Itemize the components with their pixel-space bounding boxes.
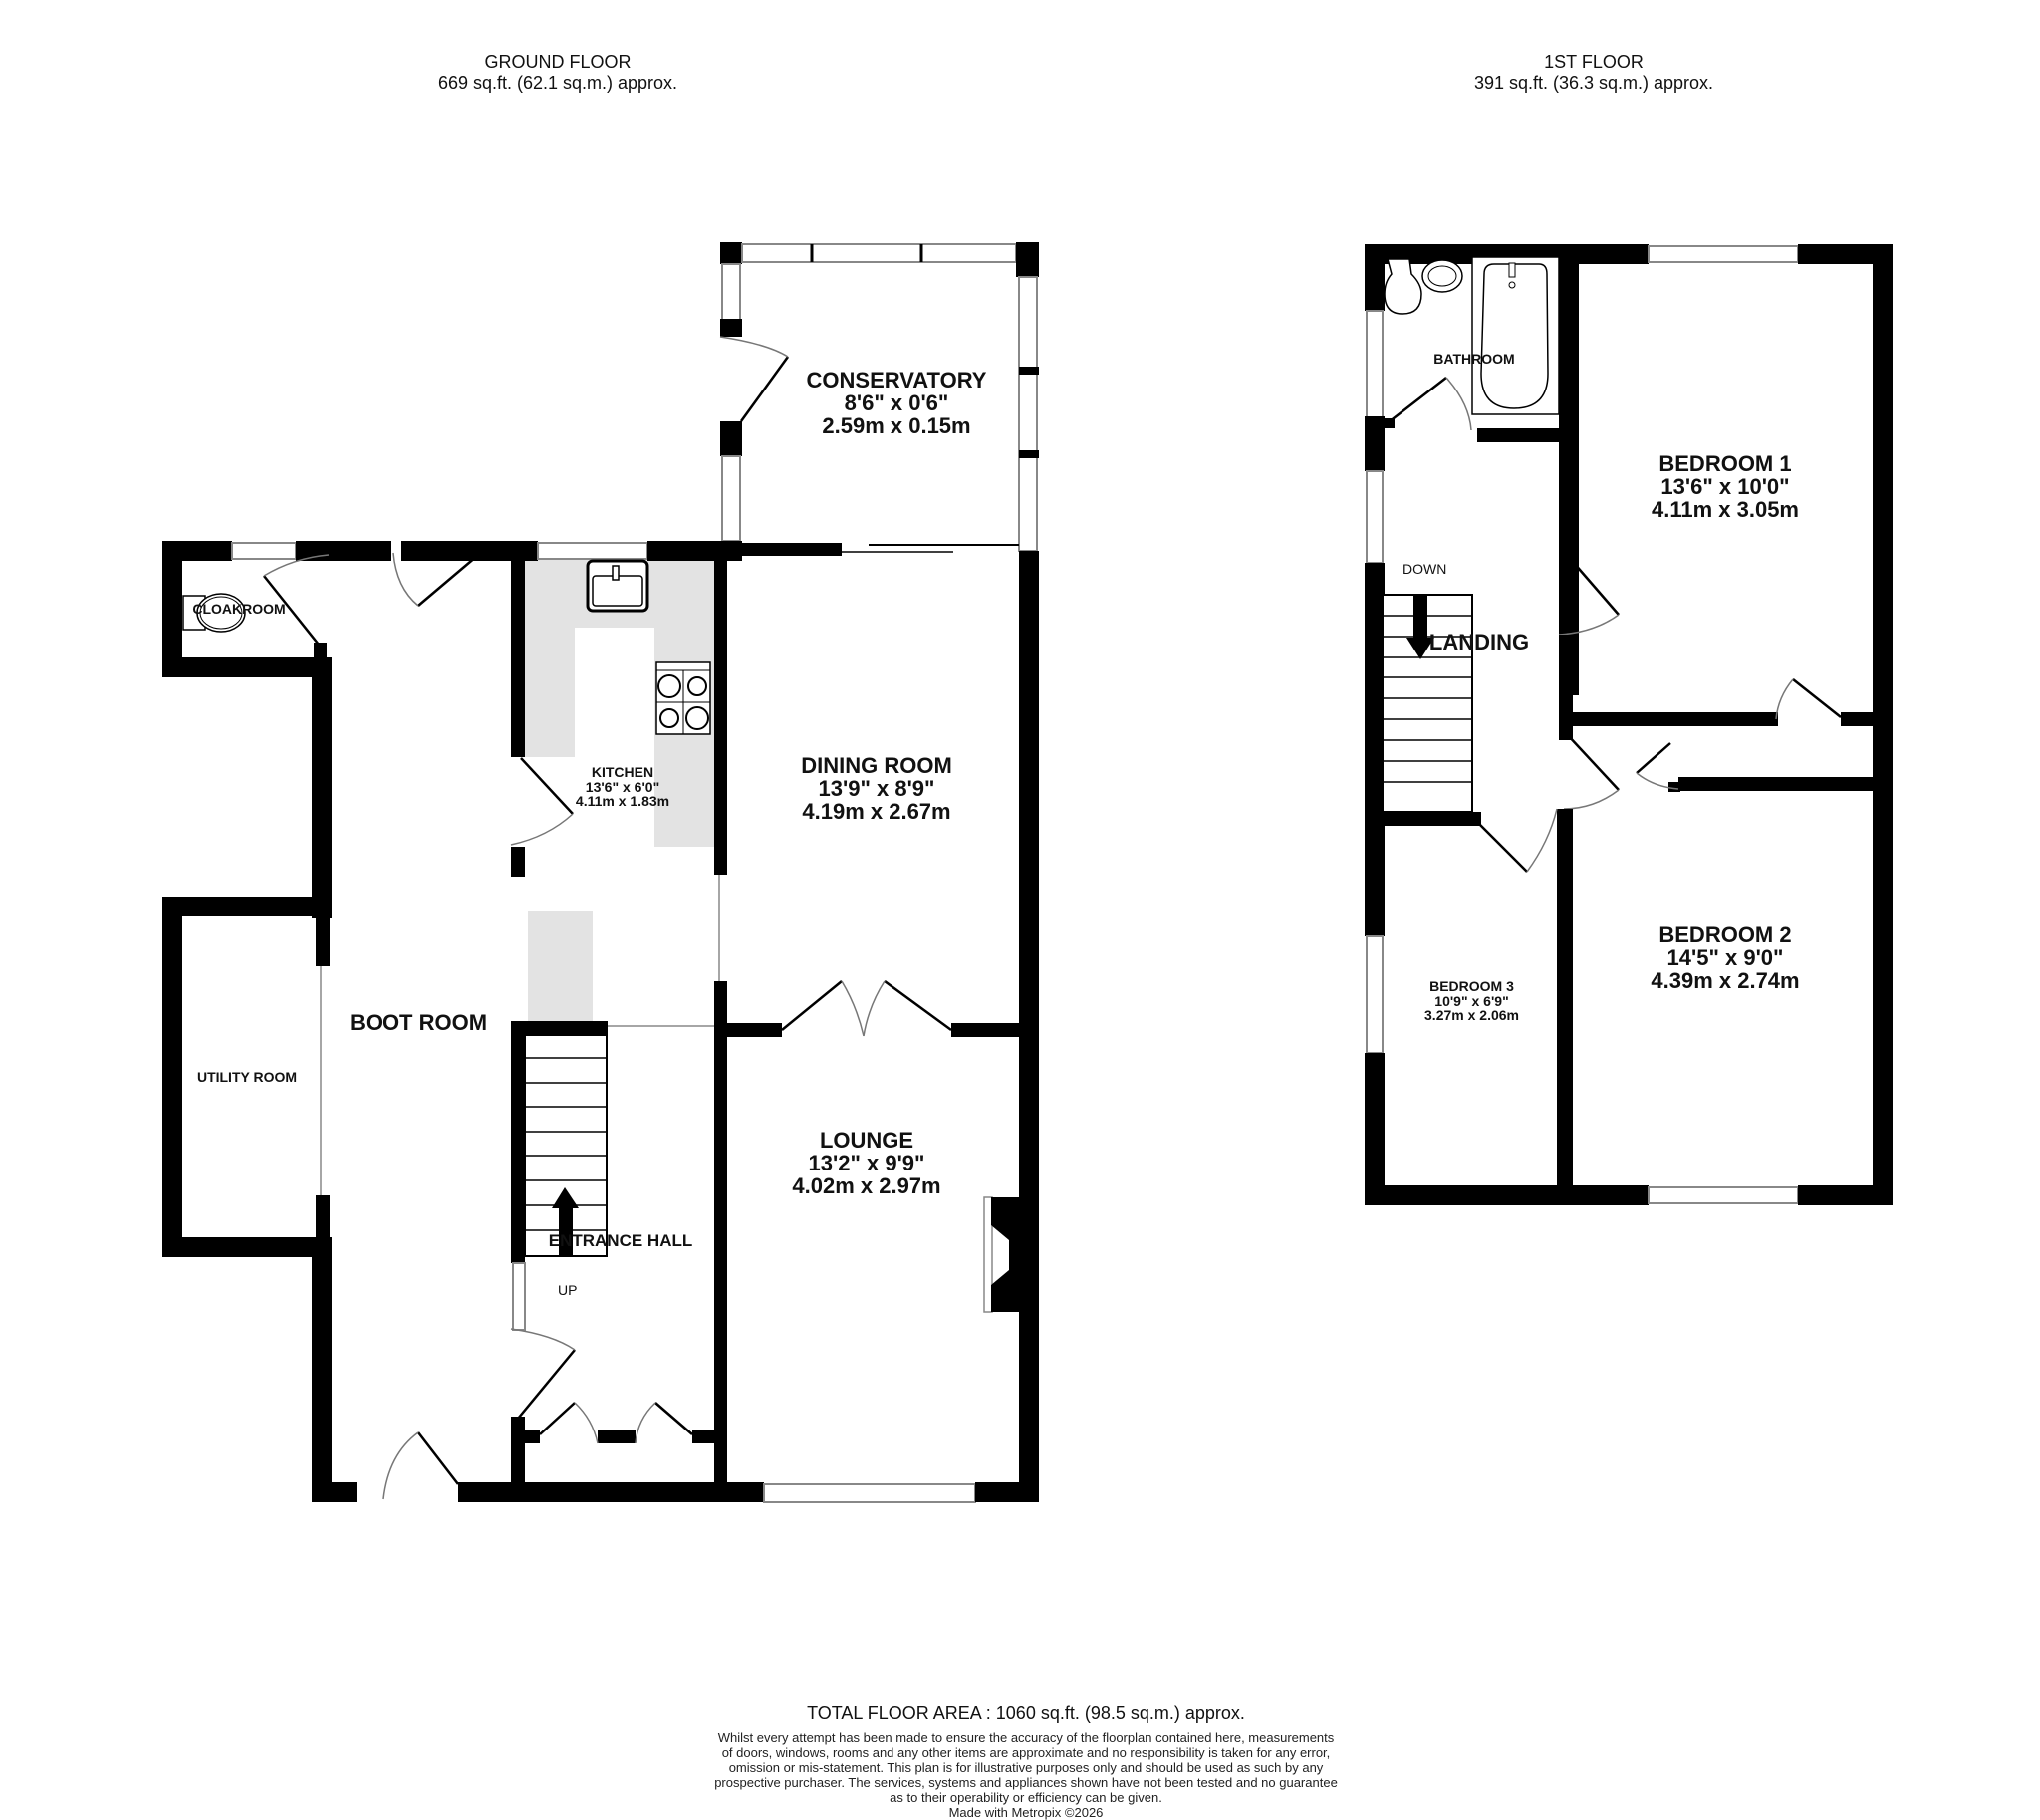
- room-dim-metric: 4.39m x 2.74m: [1651, 968, 1800, 994]
- room-name: BEDROOM 3: [1429, 978, 1514, 994]
- room-dining-room: DINING ROOM 13'9" x 8'9" 4.19m x 2.67m: [757, 754, 996, 823]
- staircase-ground: [524, 1034, 608, 1257]
- cloakroom-wall: [162, 541, 182, 677]
- bedroom2-window: [1648, 1186, 1799, 1204]
- fireplace-icon: [991, 1197, 1019, 1312]
- room-bedroom-2: BEDROOM 2 14'5" x 9'0" 4.39m x 2.74m: [1606, 923, 1845, 992]
- first-floor-title: 1ST FLOOR 391 sq.ft. (36.3 sq.m.) approx…: [1434, 52, 1753, 94]
- disclaimer-line: Whilst every attempt has been made to en…: [717, 1730, 1335, 1745]
- credit: Made with Metropix ©2026: [948, 1805, 1104, 1820]
- total-floor-area: TOTAL FLOOR AREA : 1060 sq.ft. (98.5 sq.…: [807, 1703, 1245, 1723]
- room-name: KITCHEN: [591, 764, 654, 780]
- disclaimer-line: as to their operability or efficiency ca…: [890, 1790, 1162, 1805]
- room-name: BATHROOM: [1433, 351, 1515, 367]
- room-dim-imperial: 13'2" x 9'9": [808, 1151, 925, 1176]
- room-dim-imperial: 13'6" x 6'0": [585, 778, 660, 795]
- room-bedroom-1: BEDROOM 1 13'6" x 10'0" 4.11m x 3.05m: [1606, 452, 1845, 521]
- hob-icon: [655, 661, 711, 735]
- ground-floor-plan: [162, 242, 1039, 1503]
- room-dim-metric: 4.02m x 2.97m: [792, 1173, 941, 1199]
- first-floor-plan: [1365, 244, 1893, 1205]
- room-dim-imperial: 13'9" x 8'9": [818, 776, 935, 802]
- ground-floor-title: GROUND FLOOR 669 sq.ft. (62.1 sq.m.) app…: [398, 52, 717, 94]
- room-bedroom-3: BEDROOM 3 10'9" x 6'9" 3.27m x 2.06m: [1390, 979, 1554, 1023]
- stair-up-label: UP: [558, 1282, 578, 1298]
- lounge-window: [763, 1483, 976, 1503]
- ground-floor-area: 669 sq.ft. (62.1 sq.m.) approx.: [437, 73, 678, 93]
- room-bathroom: BATHROOM: [1395, 352, 1554, 367]
- room-dim-metric: 2.59m x 0.15m: [822, 413, 971, 439]
- room-name: BOOT ROOM: [349, 1010, 488, 1035]
- room-name: CLOAKROOM: [192, 601, 286, 617]
- room-utility-room: UTILITY ROOM: [182, 1070, 312, 1085]
- room-name: BEDROOM 1: [1658, 451, 1792, 476]
- conservatory-top-window: [741, 243, 1017, 263]
- bathroom-toilet-icon: [1384, 258, 1422, 315]
- room-name: UTILITY ROOM: [196, 1069, 298, 1085]
- disclaimer-line: prospective purchaser. The services, sys…: [714, 1775, 1338, 1790]
- kitchen-counter-left: [525, 558, 575, 757]
- room-dim-imperial: 8'6" x 0'6": [844, 390, 949, 416]
- kitchen-window: [537, 542, 648, 560]
- room-name: CONSERVATORY: [806, 368, 987, 392]
- room-boot-room: BOOT ROOM: [329, 1011, 508, 1034]
- staircase-first: [1382, 594, 1473, 813]
- disclaimer-line: of doors, windows, rooms and any other i…: [721, 1745, 1331, 1760]
- hall-counter: [528, 911, 593, 1021]
- room-entrance-hall: ENTRANCE HALL: [526, 1232, 715, 1250]
- room-dim-metric: 4.19m x 2.67m: [802, 799, 951, 825]
- disclaimer-line: omission or mis-statement. This plan is …: [728, 1760, 1324, 1775]
- first-floor-area: 391 sq.ft. (36.3 sq.m.) approx.: [1473, 73, 1714, 93]
- stair-down-label: DOWN: [1402, 561, 1447, 577]
- bedroom1-window: [1648, 245, 1799, 263]
- basin-icon: [1421, 259, 1463, 293]
- room-dim-metric: 4.11m x 3.05m: [1651, 497, 1799, 523]
- first-floor-name: 1ST FLOOR: [1544, 52, 1644, 72]
- ground-floor-name: GROUND FLOOR: [484, 52, 632, 72]
- room-conservatory: CONSERVATORY 8'6" x 0'6" 2.59m x 0.15m: [777, 369, 1016, 437]
- room-kitchen: KITCHEN 13'6" x 6'0" 4.11m x 1.83m: [543, 765, 702, 809]
- room-cloakroom: CLOAKROOM: [189, 602, 289, 617]
- bath-icon: [1471, 256, 1560, 415]
- room-lounge: LOUNGE 13'2" x 9'9" 4.02m x 2.97m: [747, 1129, 986, 1197]
- room-landing: LANDING: [1414, 631, 1544, 653]
- room-dim-metric: 4.11m x 1.83m: [575, 793, 670, 810]
- down-arrow-icon: [1413, 596, 1427, 641]
- room-dim-imperial: 10'9" x 6'9": [1434, 992, 1509, 1009]
- room-name: BEDROOM 2: [1658, 922, 1792, 947]
- room-name: LANDING: [1428, 630, 1530, 654]
- room-dim-imperial: 14'5" x 9'0": [1666, 945, 1784, 971]
- room-name: DINING ROOM: [801, 753, 952, 778]
- footer: TOTAL FLOOR AREA : 1060 sq.ft. (98.5 sq.…: [558, 1703, 1494, 1820]
- toilet-icon: [182, 593, 246, 633]
- room-dim-metric: 3.27m x 2.06m: [1424, 1007, 1519, 1024]
- disclaimer: Whilst every attempt has been made to en…: [558, 1730, 1494, 1820]
- conservatory-side-window: [1018, 276, 1038, 552]
- up-arrow-icon: [559, 1205, 573, 1255]
- room-name: ENTRANCE HALL: [548, 1231, 693, 1250]
- room-name: LOUNGE: [819, 1128, 914, 1153]
- room-dim-imperial: 13'6" x 10'0": [1660, 474, 1790, 500]
